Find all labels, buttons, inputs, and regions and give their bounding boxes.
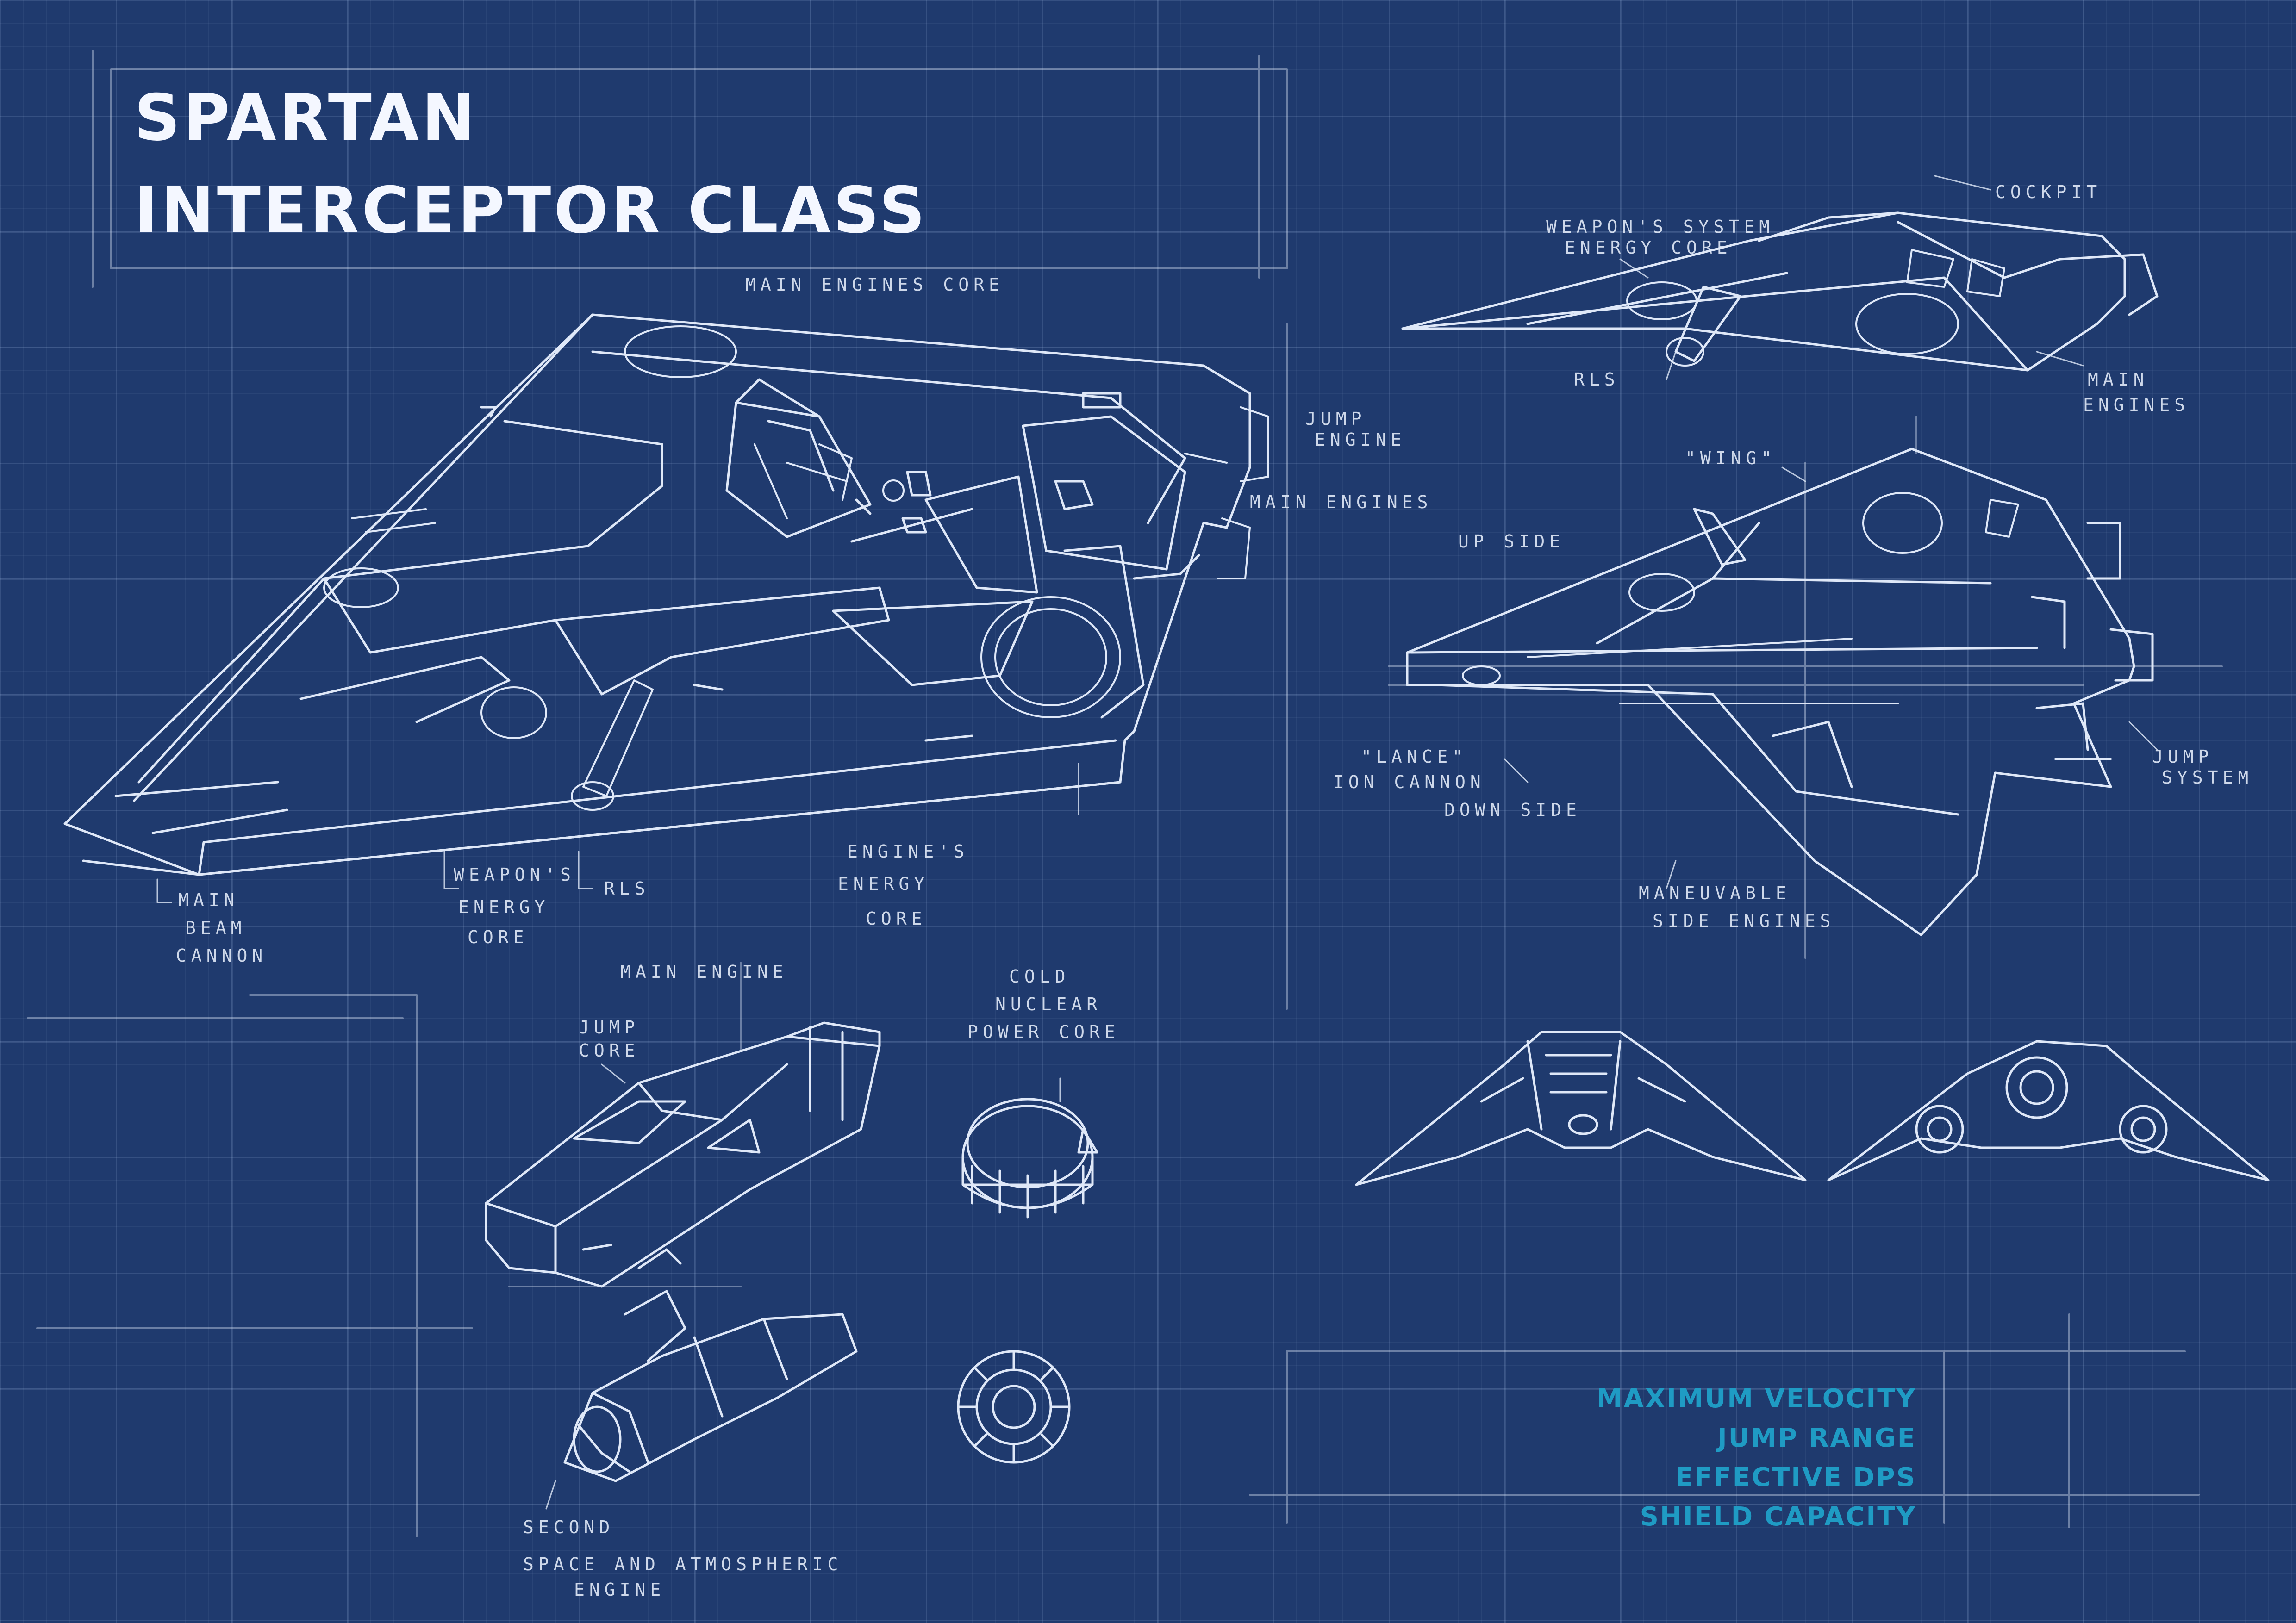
main-engine-sketch bbox=[485, 1021, 881, 1288]
second-engine-sketch bbox=[563, 1290, 858, 1482]
stats-panel: MAXIMUM VELOCITY JUMP RANGE EFFECTIVE DP… bbox=[1597, 1379, 1916, 1536]
label-jump-engine-1: JUMP bbox=[1305, 409, 1366, 429]
label-rls-left: RLS bbox=[604, 878, 650, 899]
title-line-2: INTERCEPTOR CLASS bbox=[134, 173, 928, 248]
side-view-details bbox=[1626, 249, 2005, 367]
label-wing: "WING" bbox=[1685, 448, 1777, 468]
stat-shield-capacity: SHIELD CAPACITY bbox=[1640, 1502, 1916, 1532]
label-cold-nuclear-3: POWER CORE bbox=[967, 1022, 1120, 1042]
label-weapons-energy-1: WEAPON'S bbox=[454, 864, 576, 885]
label-jump-system-1: JUMP bbox=[2152, 746, 2214, 767]
label-maneuvable-1: MANEUVABLE bbox=[1639, 883, 1791, 903]
front-view-sketch bbox=[1355, 1031, 1807, 1186]
label-down-side: DOWN SIDE bbox=[1444, 800, 1581, 820]
label-weapons-system-2: ENERGY CORE bbox=[1565, 237, 1732, 258]
plan-view-details bbox=[1462, 492, 2112, 760]
ring-core-sketch bbox=[957, 1350, 1071, 1464]
label-engines-energy-3: CORE bbox=[866, 908, 927, 929]
plan-view-sketch bbox=[1406, 448, 2154, 936]
label-engines-energy-2: ENERGY bbox=[838, 874, 930, 894]
label-weapons-energy-3: CORE bbox=[468, 927, 529, 947]
label-main-engine: MAIN ENGINE bbox=[620, 962, 788, 982]
label-engines-energy-1: ENGINE'S bbox=[847, 841, 969, 862]
main-ship-details bbox=[323, 325, 1269, 811]
main-ship-sketch bbox=[63, 313, 1251, 876]
label-rls-right: RLS bbox=[1574, 369, 1620, 390]
stat-maximum-velocity: MAXIMUM VELOCITY bbox=[1596, 1384, 1916, 1414]
label-jump-core-1: JUMP bbox=[579, 1017, 640, 1038]
label-main-engines-right-2: ENGINES bbox=[2083, 395, 2190, 415]
rear-view-sketch bbox=[1827, 1040, 2270, 1181]
stat-jump-range: JUMP RANGE bbox=[1717, 1423, 1916, 1453]
label-jump-core-2: CORE bbox=[579, 1040, 640, 1061]
label-main-engines-left: MAIN ENGINES bbox=[1250, 492, 1433, 512]
label-main-beam-2: BEAM bbox=[185, 918, 246, 938]
stat-effective-dps: EFFECTIVE DPS bbox=[1675, 1462, 1916, 1492]
label-maneuvable-2: SIDE ENGINES bbox=[1653, 911, 1835, 931]
label-jump-system-2: SYSTEM bbox=[2162, 767, 2253, 788]
label-second-1: SECOND bbox=[523, 1517, 615, 1537]
power-core-sketch bbox=[961, 1098, 1098, 1219]
label-main-beam-1: MAIN bbox=[178, 890, 239, 910]
label-weapons-system-1: WEAPON'S SYSTEM bbox=[1546, 217, 1775, 237]
label-up-side: UP SIDE bbox=[1458, 531, 1565, 552]
label-lance-1: "LANCE" bbox=[1361, 746, 1468, 767]
label-second-3: ENGINE bbox=[574, 1579, 666, 1600]
label-second-2: SPACE AND ATMOSPHERIC bbox=[523, 1554, 843, 1574]
label-main-engines-right-1: MAIN bbox=[2088, 369, 2149, 390]
label-weapons-energy-2: ENERGY bbox=[458, 897, 550, 917]
title-line-1: SPARTAN bbox=[134, 81, 478, 155]
label-main-engines-core: MAIN ENGINES CORE bbox=[745, 274, 1004, 295]
label-jump-engine-2: ENGINE bbox=[1315, 429, 1406, 450]
side-view-sketch bbox=[1401, 211, 2159, 372]
leader-lines bbox=[156, 175, 2158, 1510]
label-lance-2: ION CANNON bbox=[1333, 772, 1485, 792]
label-cold-nuclear-2: NUCLEAR bbox=[995, 994, 1102, 1014]
label-cockpit: COCKPIT bbox=[1995, 182, 2102, 202]
label-main-beam-3: CANNON bbox=[176, 945, 268, 966]
label-cold-nuclear-1: COLD bbox=[1009, 966, 1070, 987]
frame-lines bbox=[27, 50, 2223, 1537]
